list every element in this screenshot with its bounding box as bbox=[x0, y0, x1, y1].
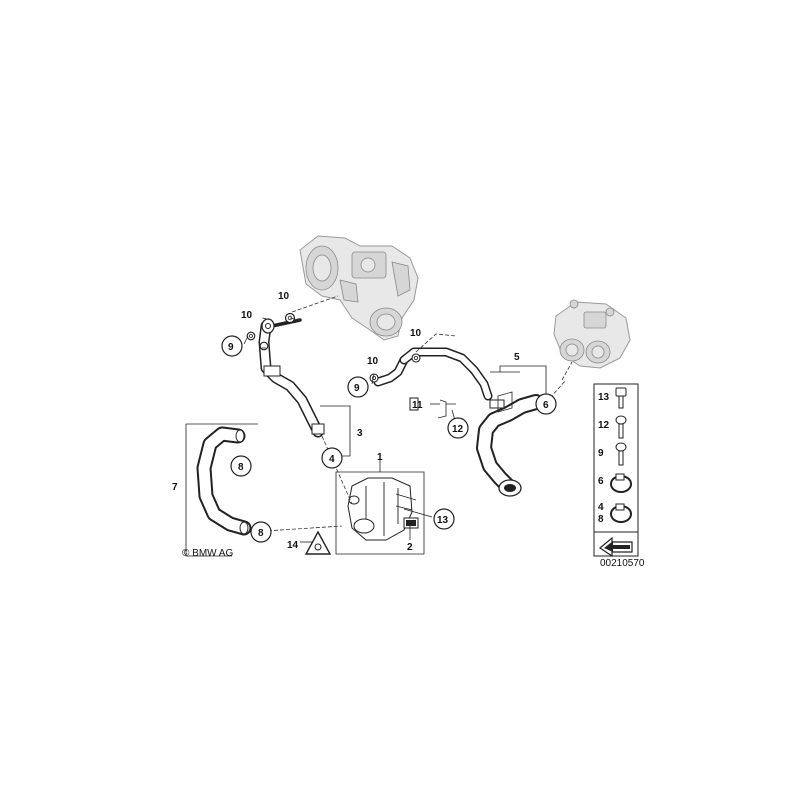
callout-6: 6 bbox=[543, 400, 549, 411]
turbocharger-ghost bbox=[299, 235, 419, 341]
callout-2: 2 bbox=[407, 542, 413, 553]
legend-row-4-label: 4 bbox=[598, 502, 604, 513]
legend-row-9-label: 9 bbox=[598, 448, 604, 459]
callout-9-b: 9 bbox=[354, 383, 360, 394]
coolant-housing-ghost bbox=[553, 299, 631, 369]
hose-clamp-icon-6 bbox=[610, 473, 632, 493]
callout-13: 13 bbox=[437, 515, 449, 526]
coolant-pipe-5 bbox=[373, 347, 493, 419]
callout-12: 12 bbox=[452, 424, 464, 435]
callouts: 10 10 9 10 10 9 5 6 11 12 3 4 1 13 2 14 … bbox=[172, 291, 557, 553]
callout-11: 11 bbox=[412, 400, 423, 411]
legend-row-13-label: 13 bbox=[598, 392, 610, 403]
callout-4: 4 bbox=[329, 454, 335, 465]
callout-circle-8-b bbox=[250, 521, 272, 543]
callout-circle-12 bbox=[447, 417, 469, 439]
callout-8-b: 8 bbox=[258, 528, 264, 539]
callout-7: 7 bbox=[172, 482, 178, 493]
hose-7-box bbox=[185, 423, 258, 557]
legend-row-6-label: 6 bbox=[598, 476, 604, 487]
screw-icon-9 bbox=[615, 442, 627, 466]
callout-10-c: 10 bbox=[410, 328, 422, 339]
callout-circle-4 bbox=[321, 447, 343, 469]
callout-14: 14 bbox=[287, 540, 299, 551]
callout-circle-6 bbox=[535, 393, 557, 415]
diagram-code: 00210570 bbox=[600, 558, 645, 569]
coolant-hose-6 bbox=[476, 391, 544, 497]
washer-set-left bbox=[246, 312, 296, 351]
callout-8-a: 8 bbox=[238, 462, 244, 473]
hose-clamp-icon-4-8 bbox=[610, 503, 632, 523]
callout-10-b: 10 bbox=[241, 310, 253, 321]
callout-circle-8-a bbox=[230, 455, 252, 477]
callout-circle-9-b bbox=[347, 376, 369, 398]
bolt-icon-13 bbox=[615, 387, 627, 409]
callout-1: 1 bbox=[377, 452, 383, 463]
warning-clip-14 bbox=[304, 530, 332, 555]
callout-circle-9-a bbox=[221, 335, 243, 357]
legend-row-12-label: 12 bbox=[598, 420, 610, 431]
direction-arrow-icon bbox=[593, 531, 639, 558]
bolt-icon-12 bbox=[615, 415, 627, 439]
coolant-pipe-3 bbox=[258, 318, 325, 438]
callout-5: 5 bbox=[514, 352, 520, 363]
copyright-text: © BMW AG bbox=[182, 548, 233, 559]
callout-10-d: 10 bbox=[367, 356, 379, 367]
legend-panel: 13 12 9 6 4 8 bbox=[593, 383, 639, 558]
callout-9-a: 9 bbox=[228, 342, 234, 353]
callout-3: 3 bbox=[357, 428, 363, 439]
legend-row-8-label: 8 bbox=[598, 514, 604, 525]
callout-10-a: 10 bbox=[278, 291, 290, 302]
callout-circle-13 bbox=[433, 508, 455, 530]
